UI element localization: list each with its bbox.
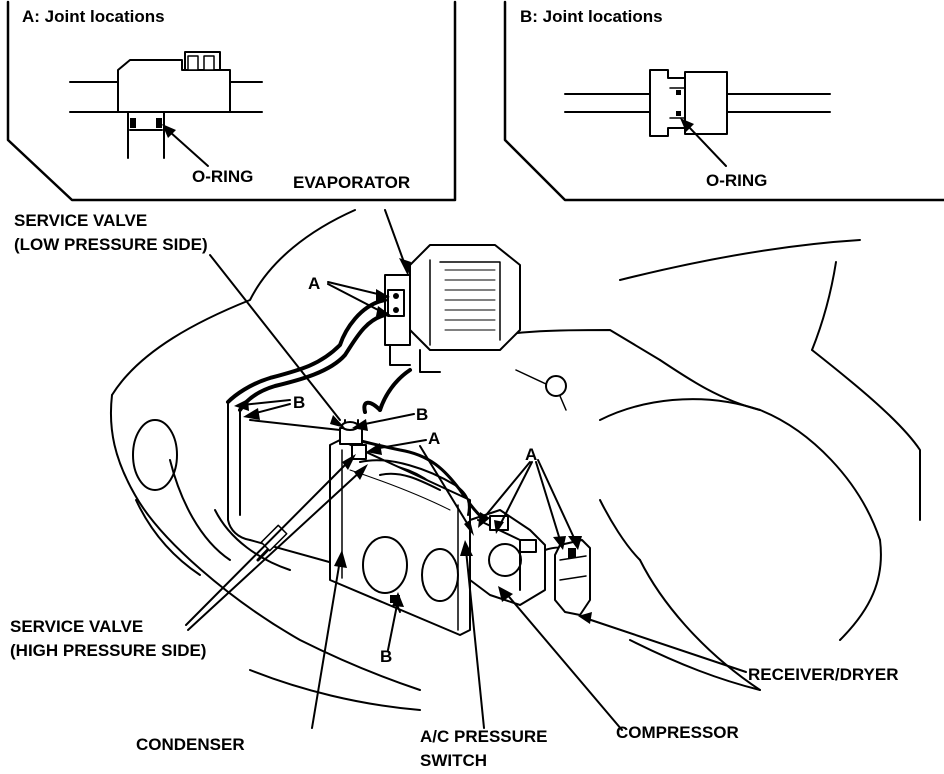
service-valve-high-label-line2: (HIGH PRESSURE SIDE) [10,641,206,660]
receiver-dryer-label: RECEIVER/DRYER [748,665,899,684]
inset-b-oring-label: O-RING [706,171,767,190]
condenser-unit [329,419,471,636]
inset-b-panel: B: Joint locations O-RING [503,0,944,202]
inset-b-oring-leader [687,125,727,167]
inset-b-joint-illustration [564,69,831,167]
vehicle-body [109,209,921,711]
inset-a-oring-leader [169,131,209,167]
leader-lines [185,209,747,731]
joint-marker-b-bottom: B [380,647,392,666]
evaporator-unit [384,244,521,373]
service-valve-high-label-line1: SERVICE VALVE [10,617,143,636]
inset-a-arrowhead [162,124,176,138]
inset-b-arrowhead [680,118,694,132]
compressor-label: COMPRESSOR [616,723,739,742]
ac-pressure-switch-label-line2: SWITCH [420,751,487,770]
inset-a-title: A: Joint locations [22,7,165,26]
joint-marker-a-evaporator: A [308,274,320,293]
service-valve-low-label-line1: SERVICE VALVE [14,211,147,230]
joint-marker-b-center: B [416,405,428,424]
joint-marker-b-left: B [293,393,305,412]
inset-a-frame [6,0,457,202]
receiver-dryer-unit [554,539,591,616]
evaporator-label: EVAPORATOR [293,173,410,192]
inset-b-title: B: Joint locations [520,7,663,26]
condenser-label: CONDENSER [136,735,245,754]
service-valve-low-label-line2: (LOW PRESSURE SIDE) [14,235,208,254]
joint-marker-a-center: A [428,429,440,448]
inset-b-frame [503,0,944,202]
inset-a-oring-label: O-RING [192,167,253,186]
inset-a-joint-illustration [69,51,263,167]
ac-pressure-switch-label-line1: A/C PRESSURE [420,727,548,746]
inset-a-panel: A: Joint locations O-RING [6,0,457,202]
joint-marker-a-right: A [525,445,537,464]
